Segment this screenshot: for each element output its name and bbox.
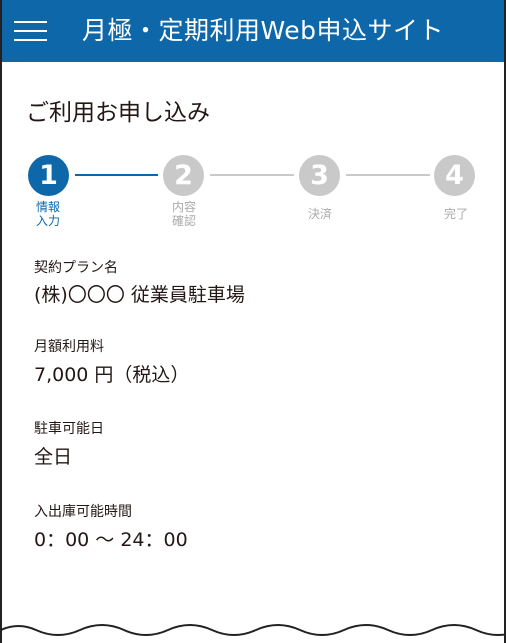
step-1-label: 情報 入力 — [35, 200, 60, 228]
step-2-circle: 2 — [163, 155, 204, 196]
step-connector — [346, 174, 430, 176]
step-connector — [210, 174, 294, 176]
step-2-label: 内容 確認 — [171, 200, 196, 228]
progress-stepper: 1 情報 入力 2 内容 確認 3 決済 4 完了 — [2, 0, 504, 240]
parking-hours-value: 0：00 〜 24：00 — [34, 529, 188, 551]
plan-name-label: 契約プラン名 — [34, 260, 118, 276]
app-header: 月極・定期利用Web申込サイト — [2, 0, 504, 62]
step-3-label: 決済 — [307, 207, 332, 221]
step-1-circle: 1 — [28, 155, 69, 196]
parking-hours-label: 入出庫可能時間 — [34, 504, 132, 520]
hamburger-menu-icon[interactable] — [14, 20, 47, 42]
step-4-circle: 4 — [434, 155, 475, 196]
step-connector — [75, 174, 158, 176]
app-title: 月極・定期利用Web申込サイト — [82, 16, 445, 45]
monthly-fee-label: 月額利用料 — [34, 339, 104, 355]
step-4-label: 完了 — [443, 207, 468, 221]
page-title: ご利用お申し込み — [26, 100, 210, 126]
plan-name-value: (株)〇〇〇 従業員駐車場 — [34, 284, 245, 306]
parking-days-value: 全日 — [34, 446, 73, 468]
torn-edge-divider — [2, 624, 504, 636]
step-3-circle: 3 — [299, 155, 340, 196]
monthly-fee-value: 7,000 円（税込） — [34, 364, 190, 386]
parking-days-label: 駐車可能日 — [34, 421, 104, 437]
